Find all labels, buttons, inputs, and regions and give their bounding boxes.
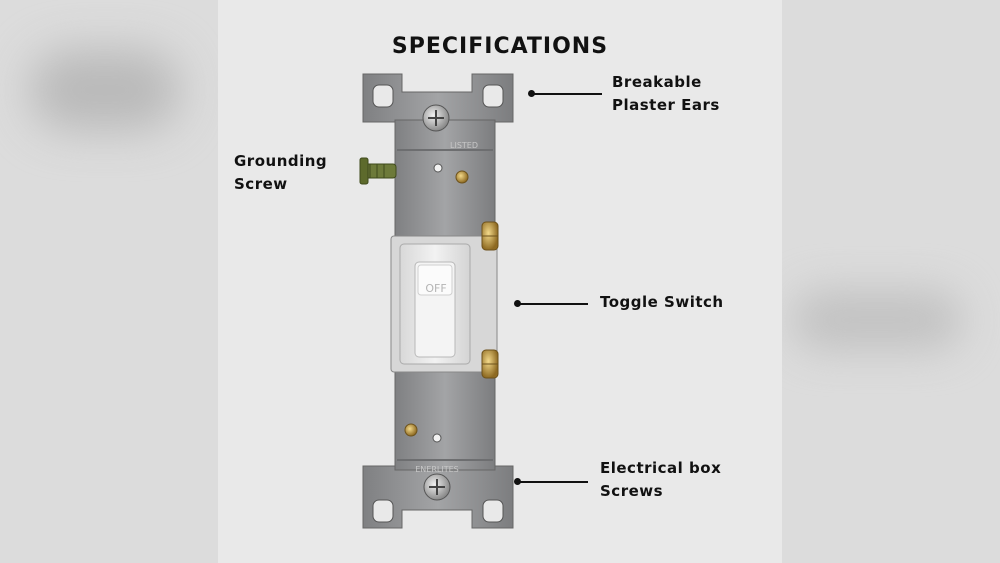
leader-line-toggle-switch [518,303,588,305]
leader-line-plaster-ears [532,93,602,95]
label-plaster-ears: Breakable Plaster Ears [612,73,720,114]
listed-marking: LISTED [450,141,478,150]
blurred-background-left [0,0,218,563]
label-toggle-switch: Toggle Switch [600,293,724,311]
brand-marking: ENERLITES [415,465,459,474]
leader-dot-toggle-switch [514,300,521,307]
grounding-screw [359,157,397,185]
terminal-screw-lower [481,349,499,379]
bottom-mounting-screw [423,473,451,501]
toggle-lever [414,261,456,358]
terminal-screw-upper [481,221,499,251]
toggle-off-marking: OFF [425,282,446,295]
leader-line-box-screws [518,481,588,483]
leader-dot-box-screws [514,478,521,485]
blurred-background-right [782,0,1000,563]
label-grounding-screw: Grounding Screw [234,152,328,193]
page-title: SPECIFICATIONS [391,34,609,59]
top-mounting-screw [422,104,450,132]
leader-dot-plaster-ears [528,90,535,97]
label-box-screws: Electrical box Screws [600,459,722,500]
